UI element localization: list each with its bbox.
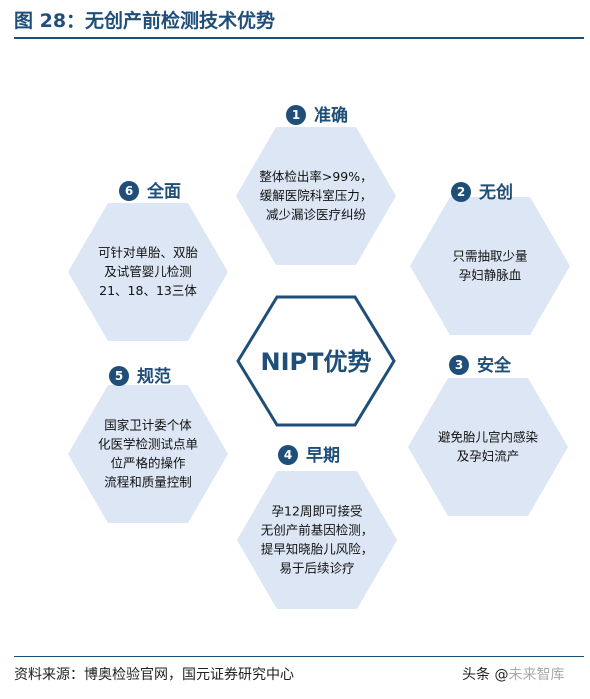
advantage-label: 安全 — [477, 355, 512, 376]
footer-divider — [14, 656, 584, 657]
number-badge-label: 1 — [292, 108, 300, 122]
advantage-hexagon — [237, 471, 397, 609]
advantage-description-line: 孕12周即可接受 — [272, 504, 363, 519]
advantage-description-line: 流程和质量控制 — [104, 475, 192, 490]
number-badge — [449, 355, 469, 375]
advantage-description-line: 减少漏诊医疗纠纷 — [266, 207, 367, 222]
advantage-description-line: 国家卫计委个体 — [104, 418, 192, 433]
number-badge-label: 2 — [457, 185, 465, 199]
advantage-description-line: 避免胎儿宫内感染 — [438, 430, 539, 445]
watermark-brand: 未来智库 — [508, 667, 565, 683]
advantage-description-line: 提早知晓胎儿风险， — [261, 542, 374, 557]
advantage-hexagon — [408, 378, 568, 516]
advantage-description-line: 可针对单胎、双胎 — [98, 245, 199, 260]
advantage-description-line: 化医学检测试点单 — [98, 437, 198, 452]
title-divider — [14, 37, 584, 39]
advantage-label: 全面 — [146, 181, 181, 202]
number-badge-label: 5 — [115, 369, 123, 383]
advantage-label: 早期 — [306, 446, 340, 466]
figure-title: 图 28：无创产前检测技术优势 — [14, 10, 276, 32]
advantage-hexagon — [236, 127, 396, 265]
watermark-prefix: 头条 @ — [462, 667, 509, 683]
advantage-description-line: 只需抽取少量 — [452, 249, 527, 264]
number-badge — [286, 105, 306, 125]
advantage-description-line: 无创产前基因检测， — [261, 523, 374, 538]
watermark: 头条 @未来智库 — [462, 664, 564, 684]
number-badge — [451, 182, 471, 202]
advantage-description-line: 缓解医院科室压力， — [260, 188, 373, 203]
number-badge — [109, 366, 129, 386]
advantage-description-line: 位严格的操作 — [110, 456, 186, 471]
advantage-label: 无创 — [478, 182, 513, 203]
advantage-description-line: 易于后续诊疗 — [279, 561, 354, 576]
advantage-description-line: 21、18、13三体 — [99, 283, 197, 298]
advantage-label: 规范 — [137, 366, 171, 387]
number-badge-label: 4 — [284, 448, 292, 462]
number-badge-label: 6 — [125, 184, 133, 198]
advantage-description-line: 及孕妇流产 — [457, 449, 520, 464]
number-badge — [278, 445, 298, 465]
advantage-label: 准确 — [314, 105, 348, 126]
advantage-description-line: 及试管婴儿检测 — [104, 264, 192, 279]
advantage-description-line: 孕妇静脉血 — [459, 268, 522, 283]
advantage-description-line: 整体检出率>99%， — [259, 169, 372, 184]
source-note: 资料来源：博奥检验官网，国元证券研究中心 — [14, 667, 294, 683]
center-label: NIPT优势 — [261, 348, 372, 376]
advantage-hexagon — [68, 385, 228, 523]
number-badge-label: 3 — [455, 358, 463, 372]
advantage-hexagon — [68, 203, 228, 341]
advantage-1: 整体检出率>99%， 缓解医院科室压力， 减少漏诊医疗纠纷 1 准确 — [236, 105, 396, 265]
center-hexagon — [236, 295, 396, 427]
number-badge — [119, 181, 139, 201]
advantage-hexagon — [410, 197, 570, 335]
